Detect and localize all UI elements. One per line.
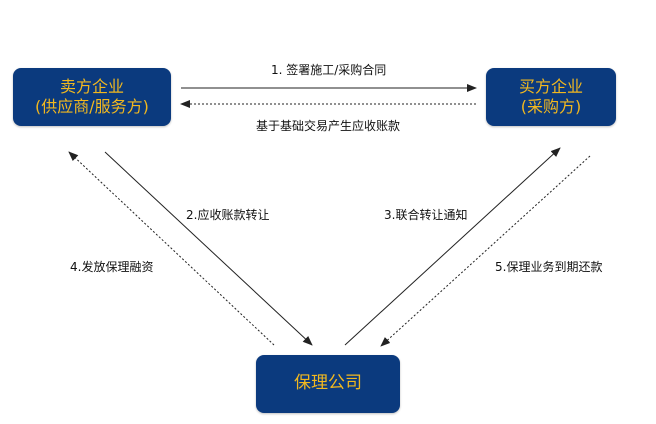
label-repayment: 5.保理业务到期还款	[495, 260, 603, 274]
label-joint-notice: 3.联合转让通知	[384, 208, 468, 222]
seller-enterprise-node: 卖方企业 (供应商/服务方)	[13, 68, 171, 126]
seller-subtitle: (供应商/服务方)	[35, 97, 149, 116]
factor-title: 保理公司	[294, 373, 362, 394]
arrow-financing	[68, 151, 275, 346]
buyer-title: 买方企业	[518, 77, 583, 96]
label-receivable-transfer: 2.应收账款转让	[186, 208, 270, 222]
buyer-subtitle: (采购方)	[520, 97, 582, 116]
buyer-enterprise-node: 买方企业 (采购方)	[486, 68, 616, 126]
factoring-company-node: 保理公司	[256, 355, 400, 413]
label-receivable: 基于基础交易产生应收账款	[256, 119, 401, 133]
arrow-repayment	[380, 155, 591, 347]
arrow-receivable-transfer	[104, 151, 313, 346]
arrow-joint-notice	[344, 147, 561, 346]
label-financing: 4.发放保理融资	[70, 260, 154, 274]
seller-title: 卖方企业	[59, 77, 124, 96]
label-sign-contract: 1. 签署施工/采购合同	[271, 63, 387, 77]
